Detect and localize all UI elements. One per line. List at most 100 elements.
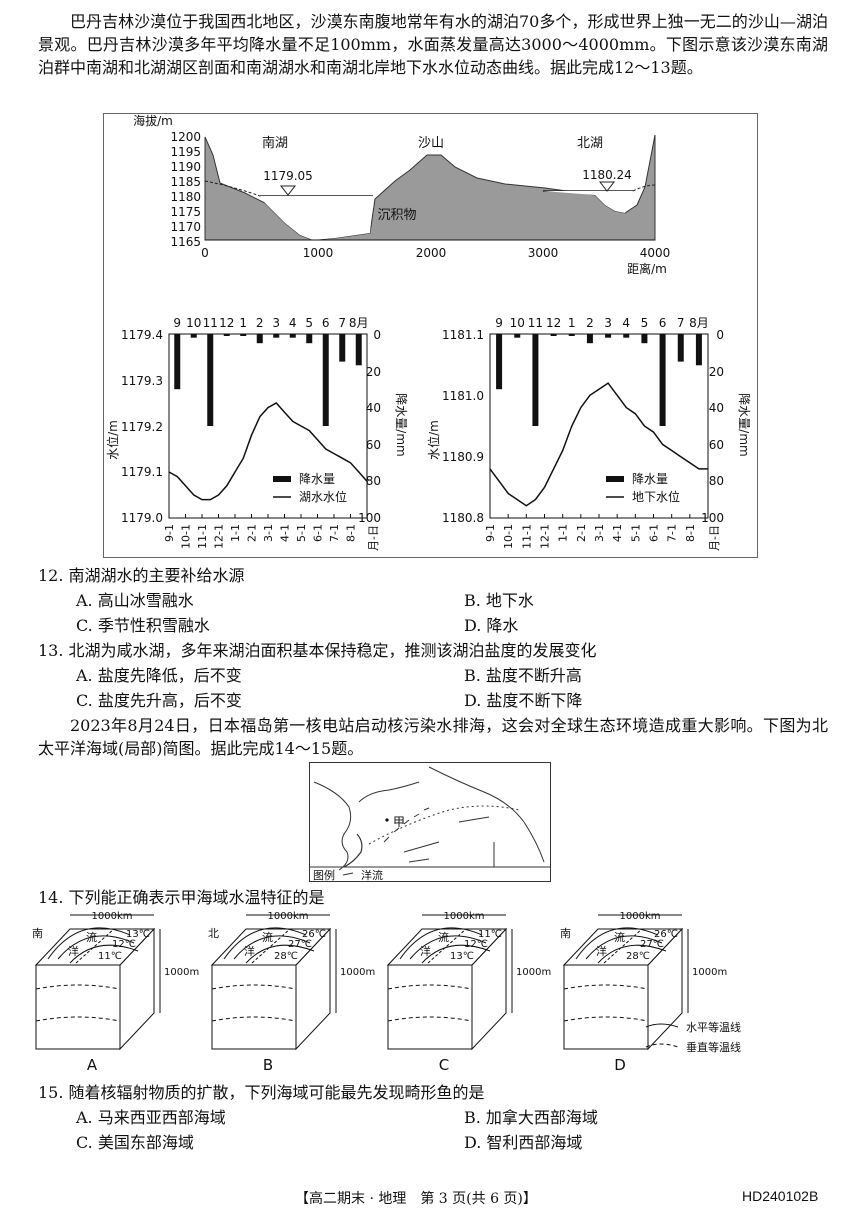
ytick: 1175 [170,205,201,219]
q12-option-d[interactable]: D. 降水 [464,616,519,635]
x-unit: 月-日 [708,525,721,551]
ocean-label: 洋 [244,944,255,958]
precip-bar [586,334,593,344]
current-label: 流 [262,930,273,944]
month-label: 6 [322,316,330,330]
isotherm-label: 12℃ [112,939,136,950]
ytick: 1170 [170,220,201,234]
x-tick-label: 5-1 [629,524,642,542]
left-axis-label: 水位/m [426,420,441,460]
north-lake-water [543,191,633,213]
q15-option-d[interactable]: D. 智利西部海域 [464,1133,583,1152]
south-level-marker [279,185,297,196]
isotherm-label: 28℃ [274,951,298,962]
q13-option-d[interactable]: D. 盐度不断下降 [464,691,583,710]
top-isotherm-3 [597,944,667,964]
label-south-lake: 南湖 [262,135,288,151]
q15-option-a[interactable]: A. 马来西亚西部海域 [76,1108,226,1127]
block-front-face [35,964,121,1050]
precip-bar [322,334,329,426]
precip-bar [207,334,214,426]
left-ticks: 1181.1 1181.0 1180.9 1180.8 [442,328,484,525]
groundwater-chart: 水位/m 降水量/mm 1181.1 1181.0 1180.9 1180.8 … [426,316,751,551]
x-tick-label: 10-1 [502,524,515,549]
left-tick: 1180.9 [442,450,484,464]
q13-option-c[interactable]: C. 盐度先升高，后不变 [76,691,242,710]
q13-option-a[interactable]: A. 盐度先降低，后不变 [76,666,242,685]
precip-bar [659,334,666,426]
intro-paragraph-14-15: 2023年8月24日，日本福岛第一核电站启动核污染水排海，这会对全球生态环境造成… [38,716,828,758]
point-jia [385,818,389,822]
footer-code: HD240102B [742,1188,819,1204]
right-axis-label: 降水量/mm [394,393,408,456]
ytick: 1180 [170,190,201,204]
question-15-stem: 15. 随着核辐射物质的扩散，下列海域可能最先发现畸形鱼的是 [38,1083,485,1102]
q12-option-c[interactable]: C. 季节性积雪融水 [76,616,210,635]
top-isotherm-3 [69,944,139,964]
x-tick-label: 12-1 [213,524,226,549]
month-label: 4 [289,316,297,330]
legend-vertical-swatch [645,1043,679,1048]
left-tick: 1179.0 [121,511,163,525]
x-tick-label: 2-1 [246,524,259,542]
right-axis-label: 降水量/mm [737,393,751,456]
isotherm-label: 27℃ [288,939,312,950]
vertical-isotherm-2 [387,1016,473,1022]
x-tick-label: 6-1 [312,524,325,542]
water-temperature-blocks: 1000km1000m南流洋13℃12℃11℃A1000km1000m北流洋26… [32,911,741,1074]
x-tick-label: 12-1 [539,524,552,549]
ocean-label: 洋 [596,944,607,958]
top-isotherm-2 [585,935,663,960]
top-isotherm-3 [245,944,315,964]
xtick: 4000 [640,246,671,260]
x-tick-label: 8-1 [345,524,358,542]
level-south: 1179.05 [263,169,313,183]
month-label: 3 [604,316,612,330]
legend-line-label: 湖水水位 [299,489,347,504]
top-isotherm-2 [57,935,135,960]
legend-horizontal-swatch [645,1023,679,1028]
q15-option-b[interactable]: B. 加拿大西部海域 [464,1108,598,1127]
x-tick-label: 7-1 [666,524,679,542]
month-label: 12 [219,316,234,330]
q13-option-b[interactable]: B. 盐度不断升高 [464,666,582,685]
label-north-lake: 北湖 [577,136,603,151]
q12-option-a[interactable]: A. 高山冰雪融水 [76,591,194,610]
block-option-a: 1000km1000m南流洋13℃12℃11℃A [32,911,199,1074]
precip-bar [339,334,346,362]
x-unit: 月-日 [367,525,380,551]
month-label: 2 [256,316,264,330]
legend-bar-swatch [606,476,624,482]
q12-option-b[interactable]: B. 地下水 [464,591,534,610]
option-letter: C [439,1056,449,1074]
precip-bar [256,334,263,344]
legend: 降水量 地下水位 [606,472,680,504]
x-tick-label: 10-1 [180,524,193,549]
current-label: 流 [438,930,449,944]
isotherm-label: 26℃ [654,929,678,940]
month-label: 4 [622,316,630,330]
left-tick: 1181.1 [442,328,484,342]
month-label: 12 [546,316,561,330]
x-tick-label: 1-1 [229,524,242,542]
precip-bar [677,334,684,362]
month-label: 8月 [689,316,709,330]
block-front-face [387,964,473,1050]
legend-bar-label: 降水量 [632,472,668,486]
legend-line-label: 地下水位 [632,489,680,504]
month-label: 5 [305,316,313,330]
vertical-isotherm-2 [563,1016,649,1022]
precip-bar [605,334,612,338]
top-isotherm-1 [399,927,483,960]
question-14-stem: 14. 下列能正确表示甲海域水温特征的是 [38,888,325,907]
width-label: 1000km [268,911,309,922]
x-tick-label: 7-1 [328,524,341,542]
q15-option-c[interactable]: C. 美国东部海域 [76,1133,194,1152]
right-tick: 40 [366,401,381,415]
month-label: 11 [203,316,218,330]
current-label: 流 [86,930,97,944]
ytick: 1195 [170,145,201,159]
x-tick-label: 4-1 [279,524,292,542]
